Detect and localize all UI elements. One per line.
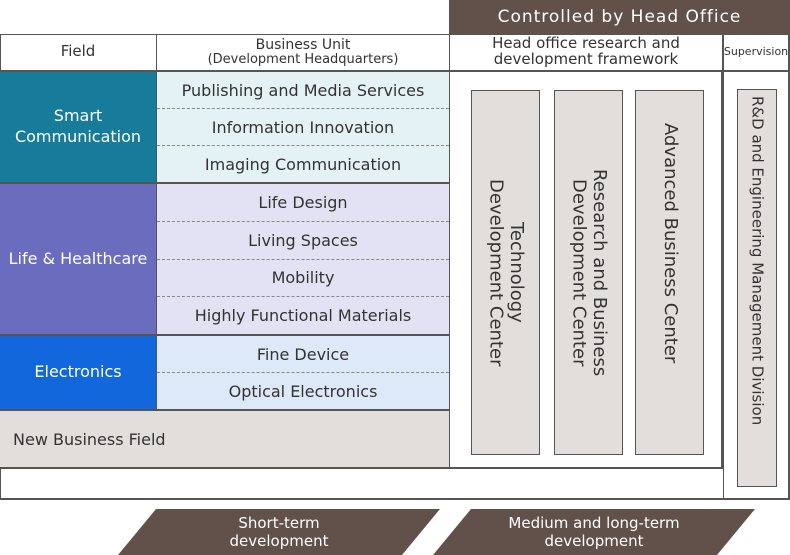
- period-arrow-shape: [118, 509, 440, 555]
- header-business-unit-sub: (Development Headquarters): [207, 51, 399, 67]
- advanced-business-center: Advanced Business Center: [635, 90, 704, 455]
- center-line1: Advanced Business Center: [659, 123, 681, 364]
- center-line1: Research and Business: [589, 168, 611, 377]
- period-arrow-shape: [433, 509, 755, 555]
- division-label: R&D and Engineering Management Division: [748, 96, 767, 426]
- business-unit: Information Innovation: [157, 109, 449, 146]
- new-business-field: New Business Field: [0, 411, 450, 469]
- header-field-label: Field: [60, 42, 96, 61]
- business-unit: Imaging Communication: [204, 154, 402, 174]
- units-electronics: Fine Device Optical Electronics: [157, 336, 450, 411]
- field-name-line1: Smart: [53, 106, 103, 126]
- business-unit: Life Design: [157, 184, 449, 222]
- business-unit: Highly Functional Materials: [194, 306, 412, 326]
- field-life-healthcare: Life & Healthcare: [0, 184, 157, 336]
- center-line1: Technology: [506, 222, 528, 323]
- business-unit: Optical Electronics: [228, 381, 378, 401]
- field-name-line2: Communication: [14, 127, 142, 146]
- units-smart-communication: Publishing and Media Services Informatio…: [157, 72, 450, 184]
- field-electronics: Electronics: [0, 336, 157, 411]
- units-life-healthcare: Life Design Living Spaces Mobility Highl…: [157, 184, 450, 336]
- center-line2: Development Center: [568, 178, 590, 367]
- period-line1: Short-term: [238, 514, 320, 532]
- business-unit: Living Spaces: [157, 222, 449, 260]
- field-name: Life & Healthcare: [8, 248, 148, 268]
- header-field: Field: [0, 34, 157, 72]
- header-head-office: Head office research and development fra…: [450, 34, 723, 72]
- header-supervision-label: Supervision: [723, 45, 789, 59]
- header-business-unit: Business Unit (Development Headquarters): [157, 34, 450, 72]
- business-unit: Mobility: [157, 260, 449, 298]
- header-business-unit-label: Business Unit: [255, 36, 351, 53]
- business-unit: Publishing and Media Services: [157, 72, 449, 109]
- head-office-framework-frame: [450, 72, 723, 469]
- field-name: Electronics: [34, 362, 122, 382]
- supervision-divider: [723, 34, 724, 500]
- new-business-label: New Business Field: [13, 429, 166, 449]
- rd-engineering-management-division: R&D and Engineering Management Division: [737, 89, 777, 487]
- business-unit: Fine Device: [157, 336, 449, 373]
- header-supervision: Supervision: [723, 34, 789, 72]
- center-line2: Development Center: [485, 178, 507, 367]
- header-head-office-line1: Head office research and: [492, 34, 680, 53]
- header-head-office-line2: development framework: [493, 50, 679, 68]
- period-line2: development: [229, 532, 329, 550]
- controlled-by-head-office-banner: Controlled by Head Office: [449, 0, 790, 34]
- period-line1: Medium and long-term: [508, 514, 680, 532]
- period-line2: development: [544, 532, 644, 550]
